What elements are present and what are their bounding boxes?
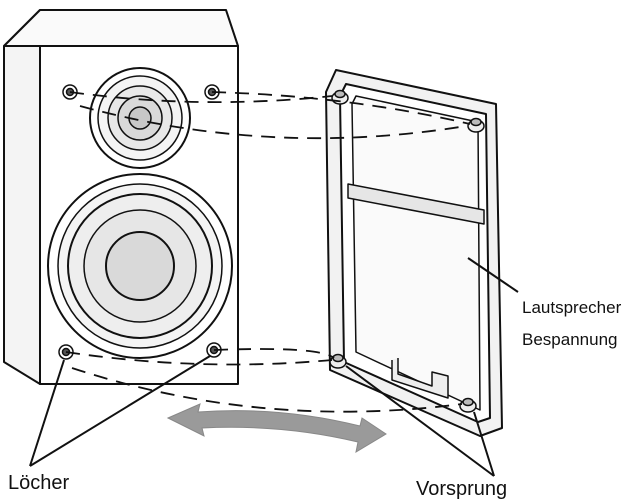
leader-proj-right <box>473 411 495 477</box>
leader-hole-right <box>29 355 211 467</box>
grille-crossbar <box>347 183 485 225</box>
hole-bottom-right <box>206 342 222 358</box>
leader-hole-left <box>29 359 65 467</box>
woofer <box>47 173 233 359</box>
dash-bottom-right <box>213 348 335 359</box>
dash-bottom-arc <box>71 367 463 413</box>
tweeter <box>89 67 191 169</box>
dash-top-arc <box>79 105 467 140</box>
dash-top-left <box>69 91 333 104</box>
leader-lines <box>29 257 519 477</box>
speaker-grille <box>325 69 503 437</box>
projection-top-right <box>467 117 485 133</box>
cabinet-left-side <box>3 9 41 385</box>
projection-bottom-right <box>459 397 477 413</box>
grille-projections <box>329 89 485 413</box>
label-holes: Löcher <box>8 472 70 494</box>
dash-top-right <box>211 91 471 125</box>
label-speaker-grille-line1: Lautsprecher <box>522 298 622 317</box>
label-projection: Vorsprung <box>416 478 508 500</box>
grille-bottom-tab <box>391 358 449 399</box>
alignment-lines <box>65 91 471 413</box>
projection-bottom-left <box>329 353 347 369</box>
rotation-arrow-icon <box>166 403 387 454</box>
cabinet-top <box>3 9 239 47</box>
dash-bottom-left <box>65 351 333 366</box>
leader-proj-left <box>345 365 495 477</box>
leader-grille <box>467 257 519 293</box>
label-speaker-grille-line2: Bespannung <box>522 330 618 349</box>
